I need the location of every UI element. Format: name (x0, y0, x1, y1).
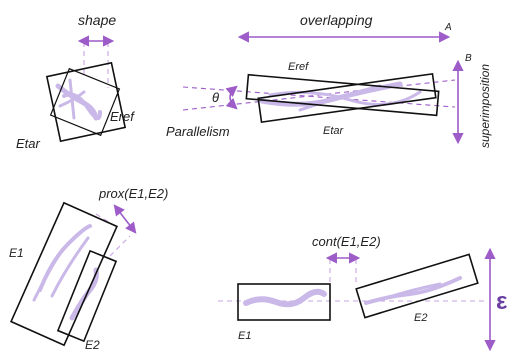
eref-label-2: Eref (288, 61, 309, 73)
parallelism-label: Parallelism (166, 124, 230, 139)
e2-label-prox: E2 (85, 338, 100, 352)
overlap-box-etar (257, 72, 437, 124)
superimposition-label: superimposition (478, 64, 492, 148)
e1-label-cont: E1 (238, 330, 251, 342)
cont-box-e1 (237, 283, 331, 321)
overlap-box-eref (245, 73, 440, 117)
etar-label-2: Etar (323, 125, 345, 137)
prox-box-e1 (10, 201, 118, 347)
prox-panel: prox(E1,E2) E1 E2 (9, 186, 168, 352)
overlapping-label: overlapping (300, 12, 373, 28)
prox-ink-stroke (32, 224, 99, 321)
prox-guide-2 (109, 235, 131, 257)
e1-label-prox: E1 (9, 246, 24, 260)
etar-label-1: Etar (16, 136, 41, 151)
theta-label: θ (212, 90, 219, 105)
prox-box-e2 (56, 249, 118, 343)
cont-box-e2 (355, 253, 479, 319)
shape-label: shape (78, 12, 116, 28)
cont-ink-stroke-2 (364, 276, 462, 305)
cont-panel: cont(E1,E2) ε E1 E2 (218, 234, 507, 352)
shape-box-eref (49, 67, 121, 137)
point-a-label: A (444, 22, 452, 33)
cont-ink-stroke-1 (243, 288, 327, 308)
e2-label-cont: E2 (414, 312, 427, 324)
eref-label-1: Eref (110, 109, 135, 124)
point-b-label: B (465, 53, 472, 64)
shape-ink-stroke (55, 78, 102, 121)
overlap-ink-stroke (259, 81, 422, 112)
shape-panel: shape Eref Etar (16, 12, 135, 151)
epsilon-label: ε (496, 288, 507, 315)
prox-arrow (113, 204, 137, 234)
prox-label: prox(E1,E2) (98, 186, 168, 201)
theta-arc (225, 85, 238, 110)
cont-label: cont(E1,E2) (312, 234, 381, 249)
overlap-panel: overlapping A B superimposition θ Eref E… (166, 12, 492, 148)
